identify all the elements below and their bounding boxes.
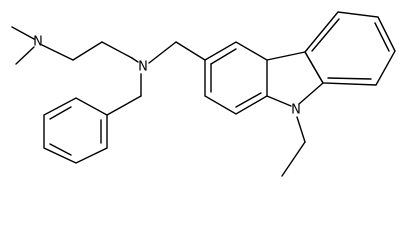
bond-n-c9a [266, 95, 292, 107]
molecule-drawing: N N N [11, 11, 396, 177]
bond-methyl-b [15, 46, 35, 65]
right-ring-double-1 [311, 18, 340, 52]
phenyl-double-3 [49, 106, 72, 120]
bond-ethylene-n [131, 57, 139, 63]
atom-n-carbazole: N [291, 103, 301, 118]
bond-ndme-ch2 [41, 44, 74, 61]
structure-canvas: N N N [11, 11, 396, 177]
bond-c4a-c4b [266, 51, 306, 61]
right-ring-double-3 [327, 77, 372, 80]
right-ring-double-2 [374, 22, 390, 52]
atom-labels: N N N [33, 35, 301, 118]
atom-n-dimethyl: N [33, 35, 43, 50]
bonds [11, 11, 396, 177]
bond-ethylene-2 [101, 41, 133, 59]
phenyl-ring [43, 97, 108, 164]
bond-n-ch2 [148, 41, 177, 64]
bond-ethylene-1 [72, 41, 103, 61]
bond-methyl-a [11, 26, 35, 40]
bond-c8a-n [298, 82, 324, 105]
carbazole-right-ring [304, 11, 396, 86]
bond-ch2-carbazole [175, 41, 206, 61]
left-ring-double-2 [235, 92, 262, 108]
left-ring-double-1 [210, 48, 237, 65]
bond-ch2-phenyl [106, 95, 142, 116]
bond-ethyl-ch3 [281, 141, 306, 177]
carbazole-left-ring [204, 41, 268, 115]
atom-n-tertiary: N [138, 60, 148, 75]
bond-n-ethyl-ch2 [296, 116, 306, 143]
phenyl-double-2 [49, 143, 72, 156]
